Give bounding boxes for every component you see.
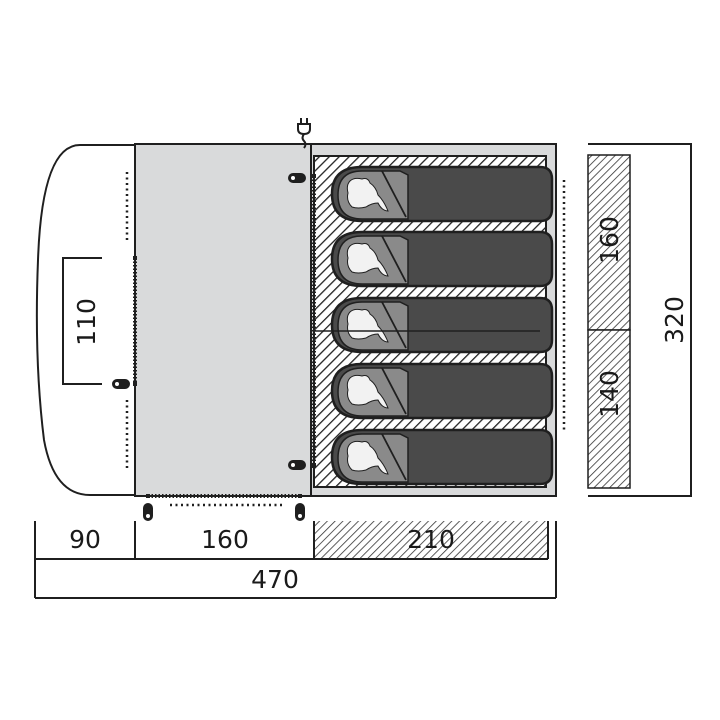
toggle-icon bbox=[112, 379, 130, 389]
porch-outline bbox=[35, 144, 135, 496]
door-width-bracket bbox=[62, 257, 102, 385]
windows bbox=[125, 172, 566, 507]
toggle-icons bbox=[112, 173, 306, 521]
toggle-icon bbox=[295, 503, 305, 521]
sleeping-bags bbox=[330, 165, 554, 486]
sleeping-bag-5 bbox=[330, 428, 554, 486]
total-width-label: 320 bbox=[660, 296, 689, 344]
sleeping-bag-3 bbox=[330, 296, 554, 354]
toggle-icon bbox=[143, 503, 153, 521]
bedroom-door-zipper bbox=[312, 174, 316, 468]
bedroom-lower-hatch bbox=[587, 329, 631, 489]
toggle-icon bbox=[288, 460, 306, 470]
door-width-label: 110 bbox=[72, 298, 101, 346]
toggle-icon bbox=[288, 173, 306, 183]
bedroom-depth-hatch bbox=[314, 521, 548, 559]
living-depth-label: 160 bbox=[201, 525, 249, 554]
total-width-bracket bbox=[588, 143, 692, 497]
side-door-zipper bbox=[146, 494, 302, 498]
total-length-label: 470 bbox=[251, 565, 299, 594]
bedroom-upper-hatch bbox=[587, 154, 631, 331]
bedroom-depth-label: 210 bbox=[407, 525, 455, 554]
living-area bbox=[134, 143, 312, 497]
bedroom-lower-label: 140 bbox=[595, 370, 624, 418]
bottom-dimension-lines bbox=[34, 521, 557, 599]
power-plug-icon bbox=[297, 118, 311, 149]
bedroom-upper-label: 160 bbox=[595, 216, 624, 264]
sleeping-bag-1 bbox=[330, 165, 554, 223]
front-door-zipper bbox=[133, 256, 137, 386]
porch-depth-label: 90 bbox=[69, 525, 101, 554]
sleeping-bag-4 bbox=[330, 362, 554, 420]
sleeping-bag-2 bbox=[330, 230, 554, 288]
